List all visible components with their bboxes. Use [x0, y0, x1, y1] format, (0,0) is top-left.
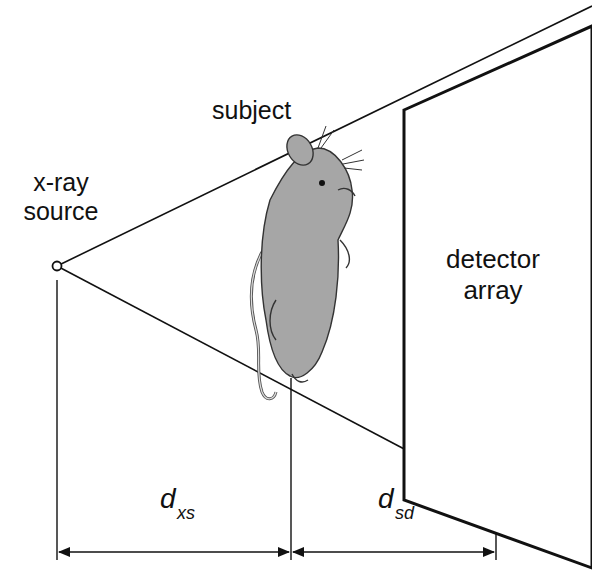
dimension-symbol: d — [160, 483, 176, 515]
dimension-symbol: d — [378, 483, 394, 515]
dimension-subscript: sd — [395, 503, 414, 524]
detector-label: detector array — [418, 244, 568, 306]
mouse-figure — [251, 126, 364, 399]
subject-label: subject — [212, 96, 291, 125]
dimension-subscript: xs — [177, 503, 195, 524]
detector-panel: detector array — [400, 22, 592, 571]
source-label: x-ray source — [2, 168, 120, 226]
x-ray-source-symbol — [53, 262, 62, 271]
